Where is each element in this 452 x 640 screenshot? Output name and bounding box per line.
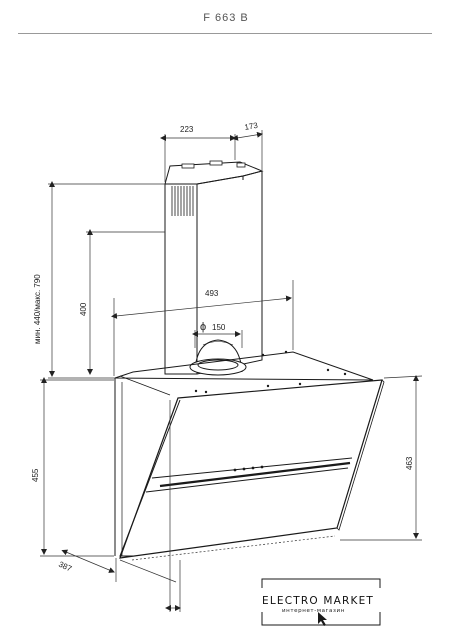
dim-hood-width: 493 [205, 289, 219, 298]
outlet-dome [189, 339, 247, 376]
vent-grille [171, 186, 194, 216]
logo-sub-text: интернет-магазин [282, 608, 345, 614]
title-divider [18, 33, 432, 34]
dim-chimney-width: 223 [180, 125, 194, 134]
chimney-top [164, 161, 264, 185]
dimension-lines [40, 130, 423, 612]
logo: ELECTRO MARKET интернет-магазин [262, 577, 380, 625]
dim-outlet-diameter: 150 [212, 323, 226, 332]
dim-chimney-depth: 173 [244, 121, 259, 132]
mount-holes [194, 350, 347, 394]
hood-top-plate [114, 351, 374, 381]
cursor-icon [318, 612, 327, 626]
logo-main-text: ELECTRO MARKET [262, 595, 375, 607]
dim-chimney-height: 400 [79, 302, 88, 316]
chimney [164, 161, 264, 375]
dim-body-height: 455 [31, 468, 40, 482]
dim-adjust-range: мин. 440/макс. 790 [33, 274, 42, 344]
dim-glass-height: 463 [405, 456, 414, 470]
control-buttons [233, 465, 264, 472]
dim-diameter-symbol: ϕ [200, 321, 206, 333]
page-title: F 663 B [203, 12, 249, 24]
chimney-top-tabs [181, 160, 246, 169]
chimney-front-face [164, 183, 198, 375]
dim-depth: 387 [57, 560, 73, 574]
hood-body [114, 351, 385, 559]
logo-frame [261, 578, 381, 626]
